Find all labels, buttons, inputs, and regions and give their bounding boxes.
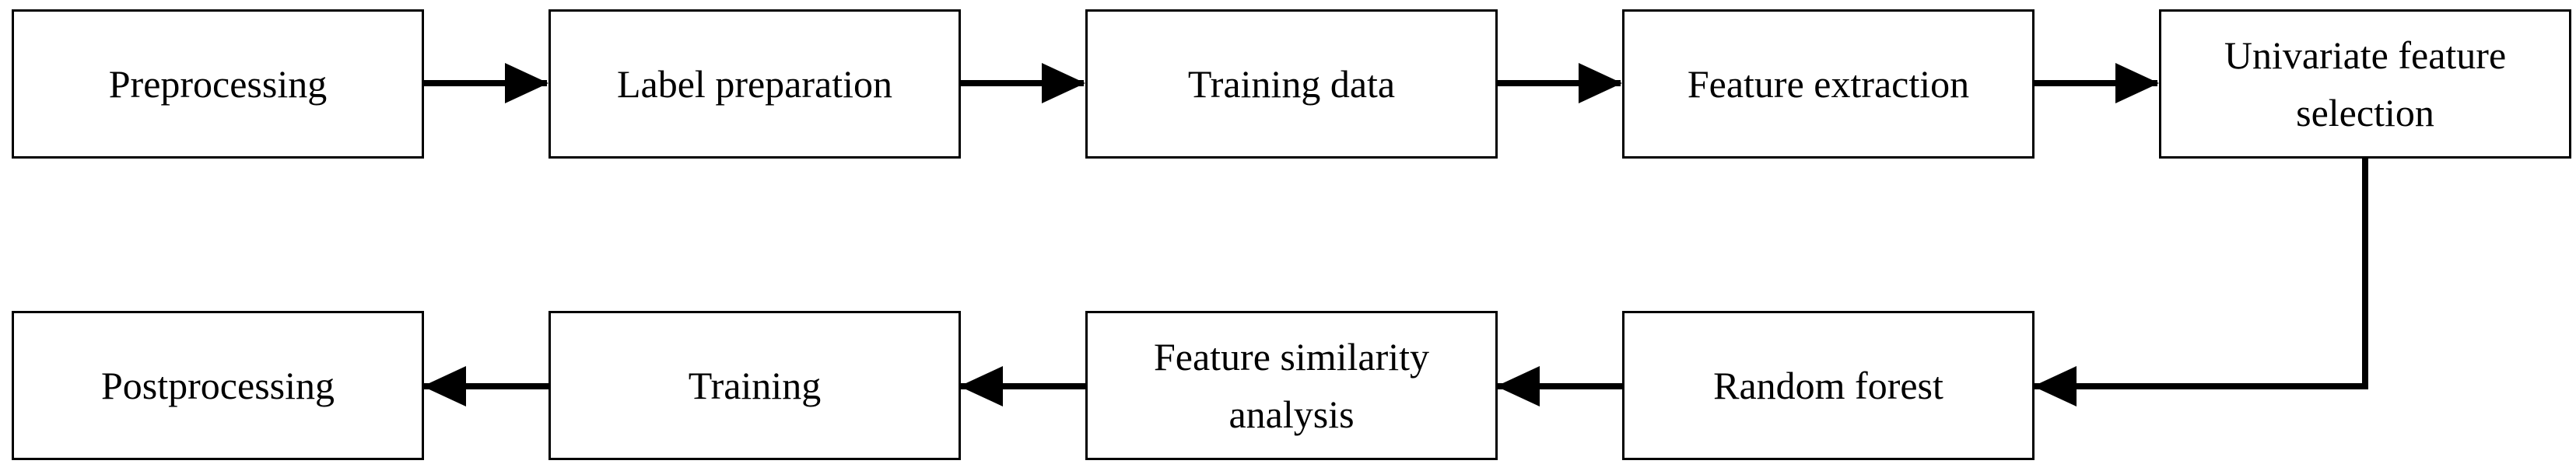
node-feature-similarity-analysis-line1: Feature similarity — [1153, 335, 1430, 379]
node-preprocessing-label: Preprocessing — [108, 62, 328, 106]
node-feature-extraction: Feature extraction — [1622, 9, 2035, 159]
node-feature-similarity-analysis-line2: analysis — [1228, 392, 1355, 436]
arrow-univariate-selection-to-random-forest — [2033, 158, 2368, 406]
node-preprocessing: Preprocessing — [12, 9, 424, 159]
node-training-label: Training — [688, 364, 822, 407]
node-label-preparation: Label preparation — [548, 9, 961, 159]
node-postprocessing: Postprocessing — [12, 311, 424, 460]
node-random-forest: Random forest — [1622, 311, 2035, 460]
node-univariate-feature-selection: Univariate feature selection — [2159, 9, 2571, 159]
node-postprocessing-label: Postprocessing — [101, 364, 335, 407]
node-feature-extraction-label: Feature extraction — [1687, 62, 1970, 106]
node-univariate-feature-selection-line1: Univariate feature — [2224, 33, 2507, 77]
node-random-forest-label: Random forest — [1713, 364, 1943, 407]
node-feature-similarity-analysis: Feature similarity analysis — [1085, 311, 1498, 460]
node-training: Training — [548, 311, 961, 460]
node-training-data: Training data — [1085, 9, 1498, 159]
node-label-preparation-label: Label preparation — [617, 62, 892, 106]
node-training-data-label: Training data — [1187, 62, 1396, 106]
node-univariate-feature-selection-line2: selection — [2296, 91, 2434, 134]
